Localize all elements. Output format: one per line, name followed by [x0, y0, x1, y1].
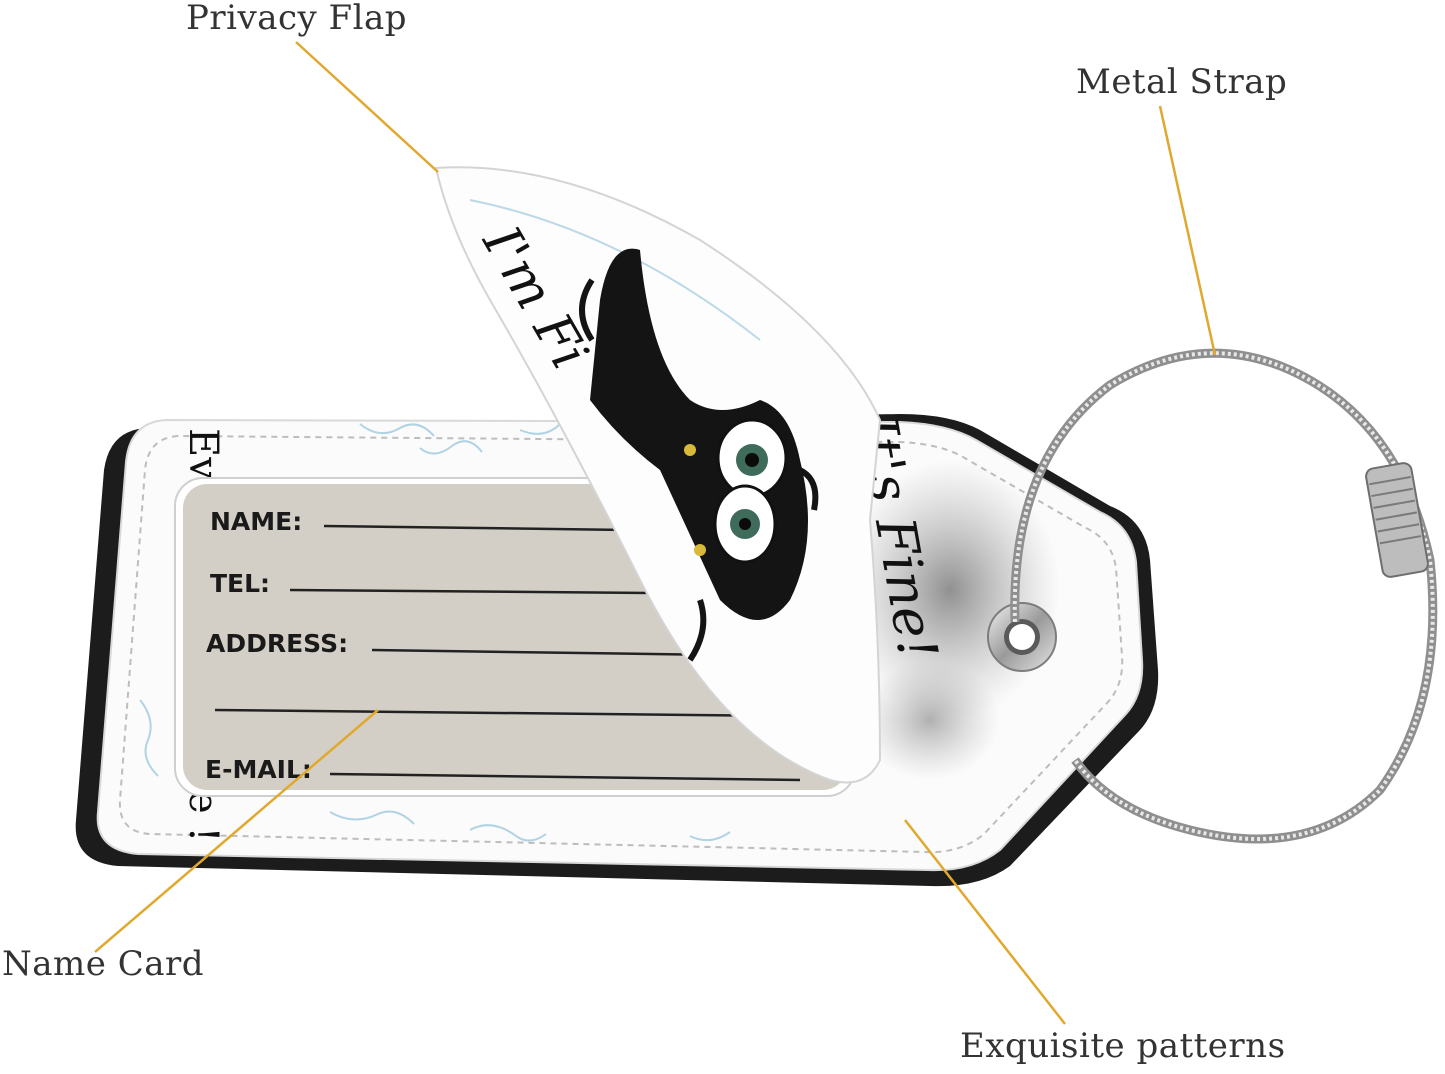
field-address-label: ADDRESS:: [206, 629, 348, 658]
field-tel-label: TEL:: [210, 569, 270, 598]
tag-stitching: [118, 434, 1124, 854]
metal-strap: [1010, 348, 1438, 844]
field-email-label: E-MAIL:: [205, 755, 312, 784]
callout-line-name-card: [94, 709, 379, 953]
name-card-fields: NAME: TEL: ADDRESS: E-MAIL:: [205, 507, 801, 784]
callout-lines: [94, 41, 1217, 1025]
privacy-flap: [434, 166, 882, 784]
callout-line-privacy-flap: [295, 41, 439, 173]
callout-exquisite-patterns: Exquisite patterns: [960, 1026, 1286, 1066]
tag-left-tail: e !: [180, 790, 226, 842]
grommet: [987, 602, 1057, 672]
callout-line-metal-strap: [1158, 105, 1217, 356]
screw-lock: [1365, 462, 1429, 578]
callout-privacy-flap: Privacy Flap: [186, 0, 408, 38]
callout-line-exquisite-patterns: [904, 819, 1066, 1025]
field-name-label: NAME:: [210, 507, 302, 536]
callout-metal-strap: Metal Strap: [1076, 62, 1288, 102]
fluffy-creature-illustration: [579, 248, 819, 662]
callout-name-card: Name Card: [2, 944, 204, 984]
